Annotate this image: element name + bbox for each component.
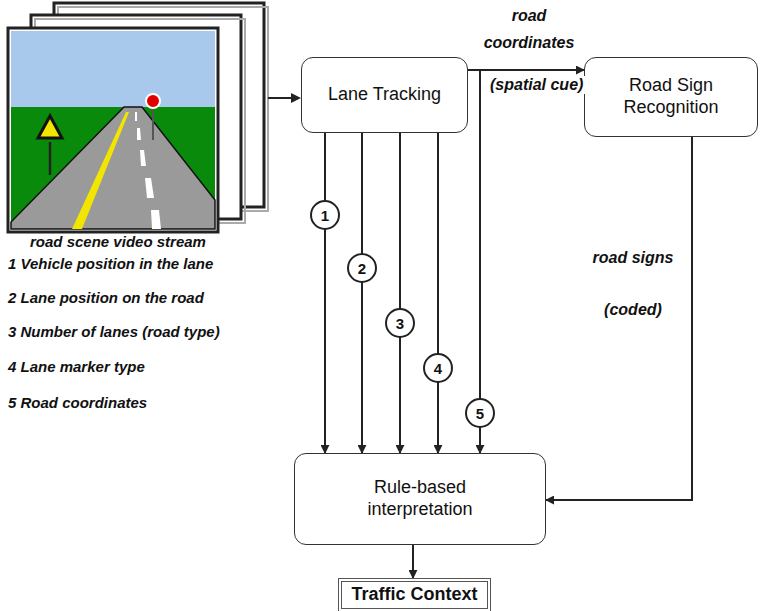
connector-arrow xyxy=(324,133,326,453)
node-text: Traffic Context xyxy=(351,584,477,606)
legend-item: 3 Number of lanes (road type) xyxy=(8,323,220,340)
callout-number: 5 xyxy=(465,398,495,428)
node-text: Rule-based interpretation xyxy=(345,477,495,520)
connector-arrow xyxy=(468,70,480,453)
connector-arrow xyxy=(412,545,414,578)
input-arrow xyxy=(268,93,301,103)
legend-item: 4 Lane marker type xyxy=(8,358,145,375)
callout-number: 3 xyxy=(385,308,415,338)
legend-item: 1 Vehicle position in the lane xyxy=(8,255,213,272)
legend-item: 5 Road coordinates xyxy=(8,394,147,411)
edge-label: road signs (coded) xyxy=(580,232,686,336)
edge-label: road coordinates xyxy=(474,2,584,56)
image-caption: road scene video stream xyxy=(30,233,206,250)
edge-note: (spatial cue) xyxy=(488,76,585,94)
legend-item: 2 Lane position on the road xyxy=(8,289,204,306)
callout-number: 1 xyxy=(310,200,340,230)
process-box: Road Sign Recognition xyxy=(584,57,758,137)
callout-number: 4 xyxy=(423,353,453,383)
connector-arrow xyxy=(437,133,439,453)
output-box: Traffic Context xyxy=(338,578,491,611)
process-box: Rule-based interpretation xyxy=(294,453,546,545)
callout-number: 2 xyxy=(347,253,377,283)
node-text: Lane Tracking xyxy=(328,84,441,106)
node-text: Road Sign Recognition xyxy=(596,75,746,118)
process-box: Lane Tracking xyxy=(301,57,468,133)
connector-arrow xyxy=(361,133,363,453)
connector-arrow xyxy=(399,133,401,453)
connector-arrow xyxy=(468,69,584,71)
front-frame xyxy=(8,28,218,232)
connector-arrow xyxy=(546,137,692,500)
